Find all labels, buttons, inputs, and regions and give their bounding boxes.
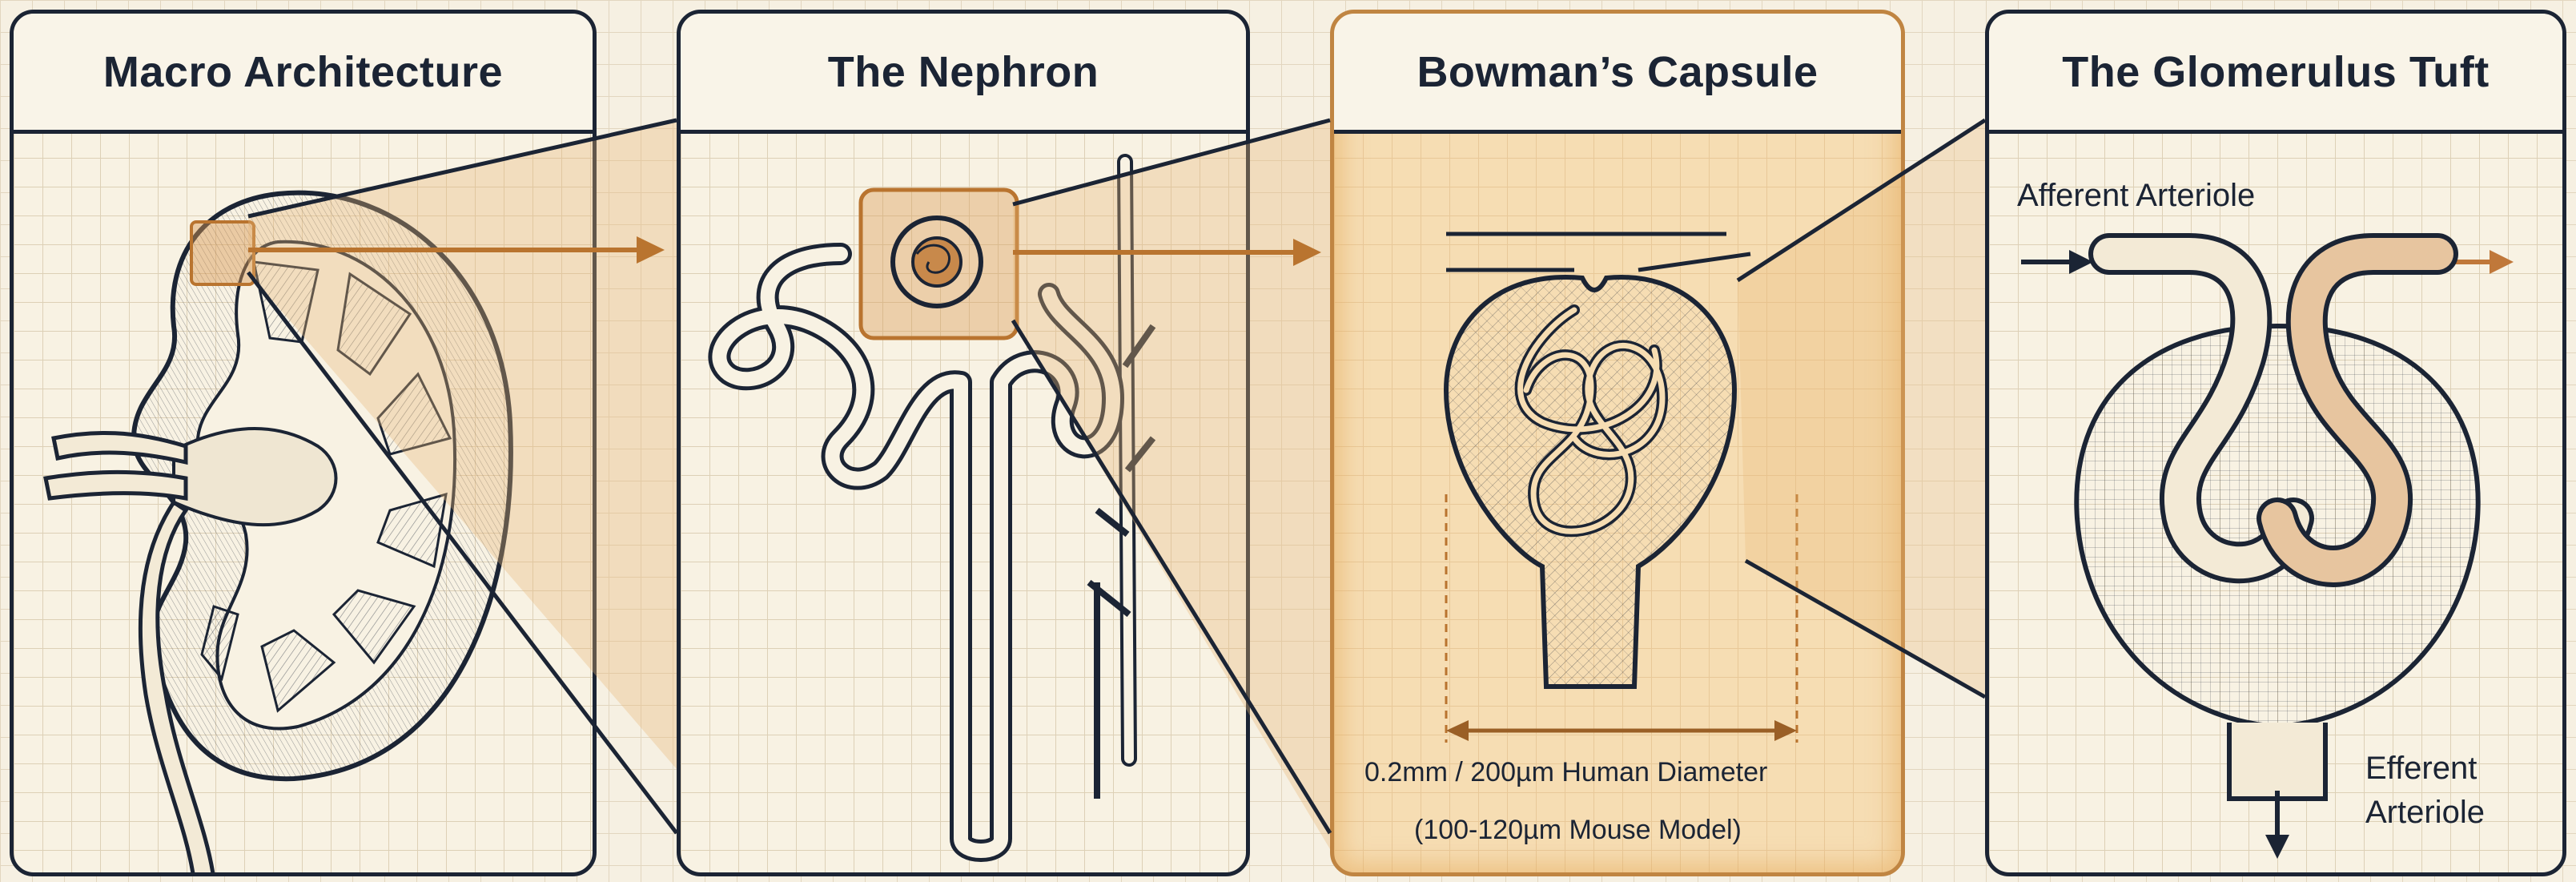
mouse-model-label: (100-120µm Mouse Model) [1414, 815, 1742, 846]
diameter-label: 0.2mm / 200µm Human Diameter [1364, 757, 1767, 788]
nephron-illustration [681, 134, 1250, 876]
panel-header: Bowman’s Capsule [1334, 14, 1901, 134]
panel-header: Macro Architecture [14, 14, 593, 134]
panel-macro-architecture: Macro Architecture [10, 10, 597, 876]
panel-title: The Glomerulus Tuft [2062, 47, 2490, 97]
afferent-arrow [2021, 250, 2093, 274]
panel-header: The Nephron [681, 14, 1246, 134]
panel-title: Macro Architecture [103, 47, 503, 97]
panel-header: The Glomerulus Tuft [1989, 14, 2562, 134]
panel-title: The Nephron [828, 47, 1099, 97]
glomerulus-tuft-illustration [1989, 134, 2566, 876]
kidney-illustration [14, 134, 597, 876]
efferent-arrow-right [2453, 250, 2514, 274]
efferent-arteriole-label-line2: Arteriole [2365, 795, 2485, 831]
panel-the-nephron: The Nephron [677, 10, 1250, 876]
panel-glomerulus-tuft: The Glomerulus Tuft [1985, 10, 2566, 876]
afferent-arteriole-label: Afferent Arteriole [2017, 178, 2255, 214]
efferent-arteriole-label-line1: Efferent [2365, 751, 2477, 787]
panel-title: Bowman’s Capsule [1417, 47, 1818, 97]
panel-bowmans-capsule: Bowman’s Capsule [1330, 10, 1905, 876]
